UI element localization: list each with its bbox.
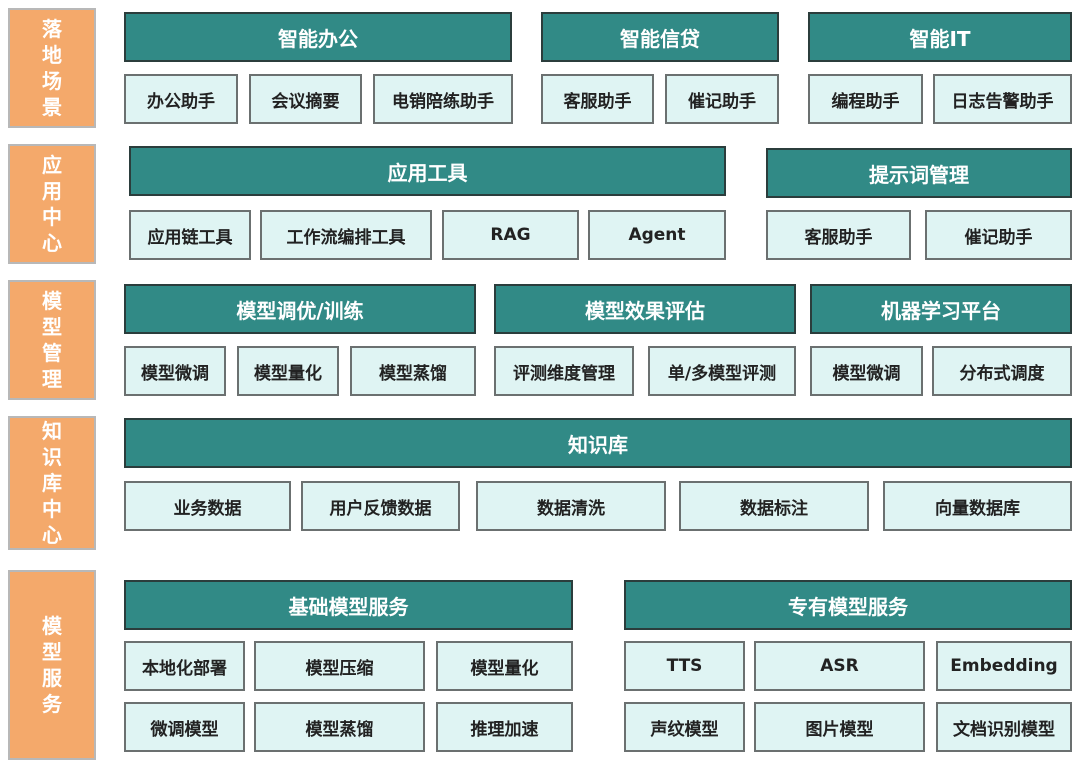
item-business-data: 业务数据 (124, 481, 291, 531)
item-meeting-summary: 会议摘要 (249, 74, 362, 124)
item-model-distillation: 模型蒸馏 (350, 346, 476, 396)
item-model-finetune: 模型微调 (124, 346, 226, 396)
item-image-model: 图片模型 (754, 702, 925, 752)
item-model-quantization: 模型量化 (436, 641, 573, 691)
group-header-dedicated-model-service: 专有模型服务 (624, 580, 1072, 630)
group-header-prompt-management: 提示词管理 (766, 148, 1072, 198)
item-log-alert-assistant: 日志告警助手 (933, 74, 1072, 124)
group-header-smart-it: 智能IT (808, 12, 1072, 62)
item-model-distillation: 模型蒸馏 (254, 702, 425, 752)
item-data-labeling: 数据标注 (679, 481, 869, 531)
item-collection-assistant: 催记助手 (665, 74, 779, 124)
item-vector-database: 向量数据库 (883, 481, 1072, 531)
item-customer-service-assistant: 客服助手 (541, 74, 654, 124)
item-model-compression: 模型压缩 (254, 641, 425, 691)
item-local-deployment: 本地化部署 (124, 641, 245, 691)
item-rag: RAG (442, 210, 579, 260)
item-asr: ASR (754, 641, 925, 691)
section-label-app-center: 应用中心 (8, 144, 96, 264)
item-coding-assistant: 编程助手 (808, 74, 923, 124)
item-app-chain-tool: 应用链工具 (129, 210, 251, 260)
group-header-model-evaluation: 模型效果评估 (494, 284, 796, 334)
section-label-model-service: 模型服务 (8, 570, 96, 760)
item-model-finetune: 模型微调 (810, 346, 923, 396)
item-user-feedback-data: 用户反馈数据 (301, 481, 460, 531)
section-label-landing: 落地场景 (8, 8, 96, 128)
group-header-model-tuning: 模型调优/训练 (124, 284, 476, 334)
item-customer-service-assistant: 客服助手 (766, 210, 911, 260)
item-agent: Agent (588, 210, 726, 260)
item-tts: TTS (624, 641, 745, 691)
item-distributed-scheduling: 分布式调度 (932, 346, 1072, 396)
item-eval-dimension-management: 评测维度管理 (494, 346, 634, 396)
item-telesales-trainer: 电销陪练助手 (373, 74, 513, 124)
group-header-smart-office: 智能办公 (124, 12, 512, 62)
item-office-assistant: 办公助手 (124, 74, 238, 124)
item-embedding: Embedding (936, 641, 1072, 691)
item-data-cleaning: 数据清洗 (476, 481, 666, 531)
item-voiceprint-model: 声纹模型 (624, 702, 745, 752)
group-header-base-model-service: 基础模型服务 (124, 580, 573, 630)
item-document-recognition-model: 文档识别模型 (936, 702, 1072, 752)
item-finetuned-model: 微调模型 (124, 702, 245, 752)
group-header-app-tools: 应用工具 (129, 146, 726, 196)
group-header-knowledge-base: 知识库 (124, 418, 1072, 468)
section-label-model-management: 模型管理 (8, 280, 96, 400)
item-inference-acceleration: 推理加速 (436, 702, 573, 752)
item-workflow-tool: 工作流编排工具 (260, 210, 432, 260)
section-label-knowledge-center: 知识库中心 (8, 416, 96, 550)
item-model-quantization: 模型量化 (237, 346, 339, 396)
group-header-ml-platform: 机器学习平台 (810, 284, 1072, 334)
item-single-multi-model-eval: 单/多模型评测 (648, 346, 796, 396)
group-header-smart-credit: 智能信贷 (541, 12, 779, 62)
item-collection-assistant: 催记助手 (925, 210, 1072, 260)
